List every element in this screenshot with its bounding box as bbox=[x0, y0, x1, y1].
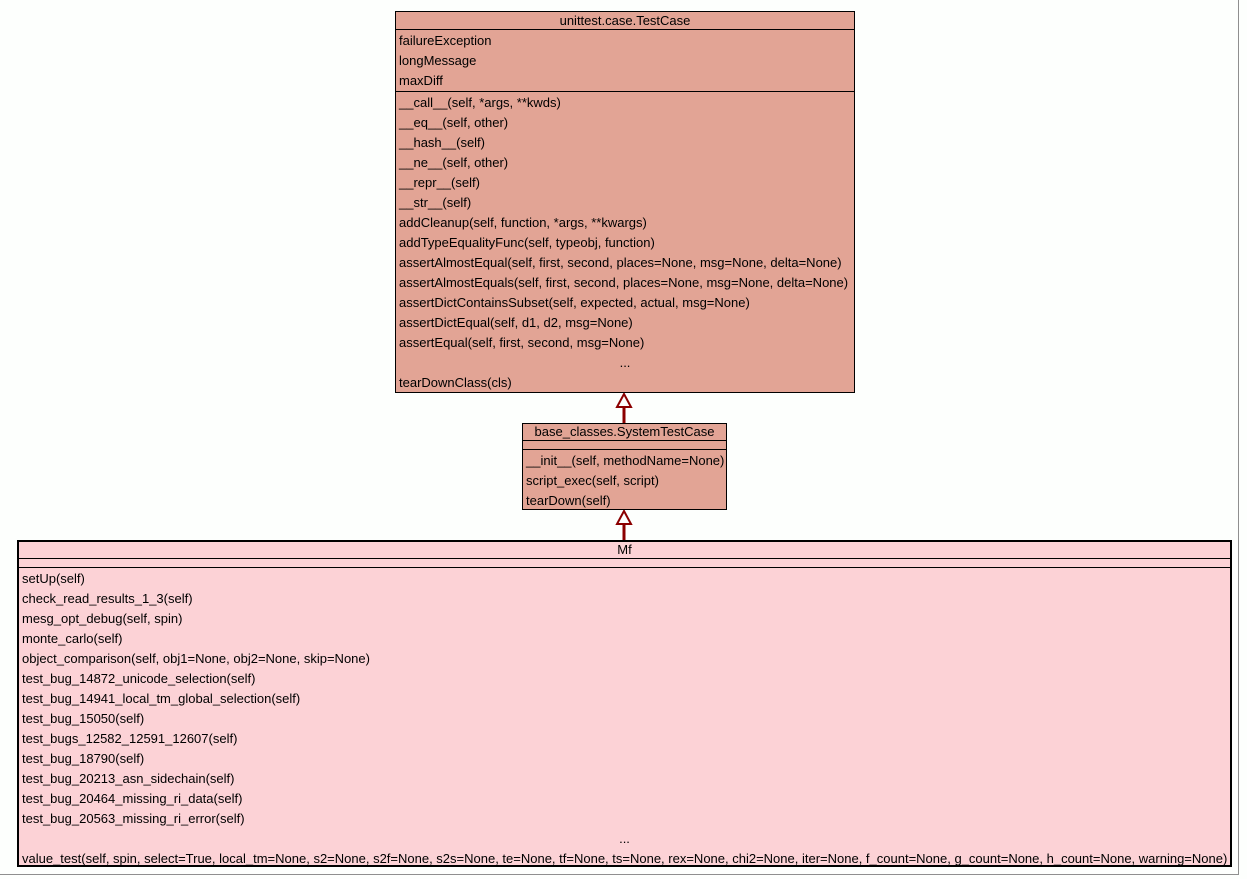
methods-compartment: __call__(self, *args, **kwds) __eq__(self… bbox=[396, 91, 854, 393]
method-row: value_test(self, spin, select=True, loca… bbox=[22, 851, 1228, 866]
method-row: check_read_results_1_3(self) bbox=[22, 591, 193, 606]
method-row: assertDictContainsSubset(self, expected,… bbox=[399, 295, 750, 310]
attributes-compartment bbox=[19, 558, 1230, 567]
method-row: test_bug_20563_missing_ri_error(self) bbox=[22, 811, 245, 826]
attribute-row: maxDiff bbox=[399, 73, 443, 88]
method-row: test_bug_18790(self) bbox=[22, 751, 145, 766]
method-row: assertAlmostEquals(self, first, second, … bbox=[399, 275, 849, 290]
methods-compartment: __init__(self, methodName=None) script_ex… bbox=[523, 449, 726, 510]
method-row: script_exec(self, script) bbox=[526, 473, 659, 488]
method-row: assertDictEqual(self, d1, d2, msg=None) bbox=[399, 315, 633, 330]
method-row: __hash__(self) bbox=[399, 135, 485, 150]
method-row: ... bbox=[619, 355, 631, 370]
method-row: mesg_opt_debug(self, spin) bbox=[22, 611, 183, 626]
method-row: addTypeEqualityFunc(self, typeobj, funct… bbox=[399, 235, 655, 250]
method-row: test_bug_20213_asn_sidechain(self) bbox=[22, 771, 235, 786]
method-row: monte_carlo(self) bbox=[22, 631, 123, 646]
method-row: ... bbox=[619, 831, 630, 846]
methods-compartment: setUp(self) check_read_results_1_3(self)m… bbox=[19, 567, 1230, 868]
method-row: __call__(self, *args, **kwds) bbox=[399, 95, 561, 110]
method-row: test_bug_14941_local_tm_global_selection… bbox=[22, 691, 301, 706]
attributes-compartment bbox=[523, 440, 726, 449]
method-row: object_comparison(self, obj1=None, obj2=… bbox=[22, 651, 370, 666]
attribute-row: longMessage bbox=[399, 53, 477, 68]
method-row: __str__(self) bbox=[399, 195, 472, 210]
method-row: assertAlmostEqual(self, first, second, p… bbox=[399, 255, 842, 270]
attribute-row: failureException bbox=[399, 33, 492, 48]
class-name: unittest.case.TestCase bbox=[559, 13, 691, 28]
class-box-unittest-case-testcase: unittest.case.TestCase failureException l… bbox=[395, 11, 855, 393]
class-box-mf: Mf setUp(self) check_read_results_1_3(sel… bbox=[17, 540, 1232, 867]
method-row: __ne__(self, other) bbox=[399, 155, 509, 170]
method-row: test_bug_14872_unicode_selection(self) bbox=[22, 671, 256, 686]
inheritance-arrow-mf-to-systemtestcase bbox=[615, 510, 633, 540]
method-row: test_bugs_12582_12591_12607(self) bbox=[22, 731, 238, 746]
method-row: addCleanup(self, function, *args, **kwar… bbox=[399, 215, 647, 230]
class-name: Mf bbox=[617, 542, 632, 557]
method-row: setUp(self) bbox=[22, 571, 85, 586]
method-row: tearDownClass(cls) bbox=[399, 375, 512, 390]
attributes-compartment: failureException longMessage maxDiff bbox=[396, 29, 854, 91]
method-row: test_bug_20464_missing_ri_data(self) bbox=[22, 791, 243, 806]
method-row: tearDown(self) bbox=[526, 493, 611, 508]
method-row: __eq__(self, other) bbox=[399, 115, 509, 130]
method-row: __init__(self, methodName=None) bbox=[526, 453, 725, 468]
inheritance-arrow-systemtestcase-to-testcase bbox=[615, 393, 633, 423]
method-row: assertEqual(self, first, second, msg=Non… bbox=[399, 335, 645, 350]
method-row: test_bug_15050(self) bbox=[22, 711, 145, 726]
class-name: base_classes.SystemTestCase bbox=[534, 424, 715, 439]
method-row: __repr__(self) bbox=[399, 175, 480, 190]
class-box-base-classes-systemtestcase: base_classes.SystemTestCase __init__(sel… bbox=[522, 423, 727, 510]
